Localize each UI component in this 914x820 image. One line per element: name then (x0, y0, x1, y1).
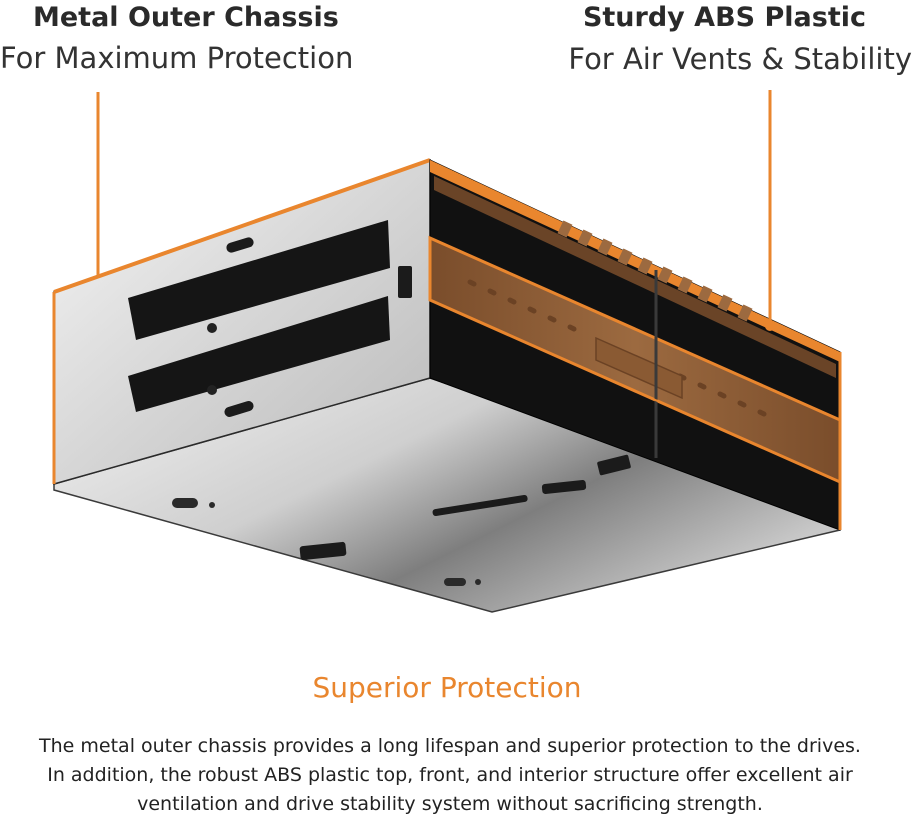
right-callout-title: Sturdy ABS Plastic (582, 2, 866, 33)
air-vent-slots (557, 220, 753, 322)
section-heading: Superior Protection (312, 671, 582, 704)
section-description: The metal outer chassis provides a long … (39, 735, 861, 815)
right-callout-leader (765, 90, 775, 331)
divider-handle (595, 336, 683, 400)
right-callout-subtitle: For Air Vents & Stability (568, 42, 912, 76)
abs-plastic-top-band (430, 160, 840, 362)
drive-slot-cutout (128, 296, 390, 412)
callout-dot-icon (765, 321, 775, 331)
drive-slot-cutout (128, 220, 390, 340)
left-callout-title: Metal Outer Chassis (33, 2, 339, 33)
left-callout-subtitle: For Maximum Protection (0, 41, 354, 75)
